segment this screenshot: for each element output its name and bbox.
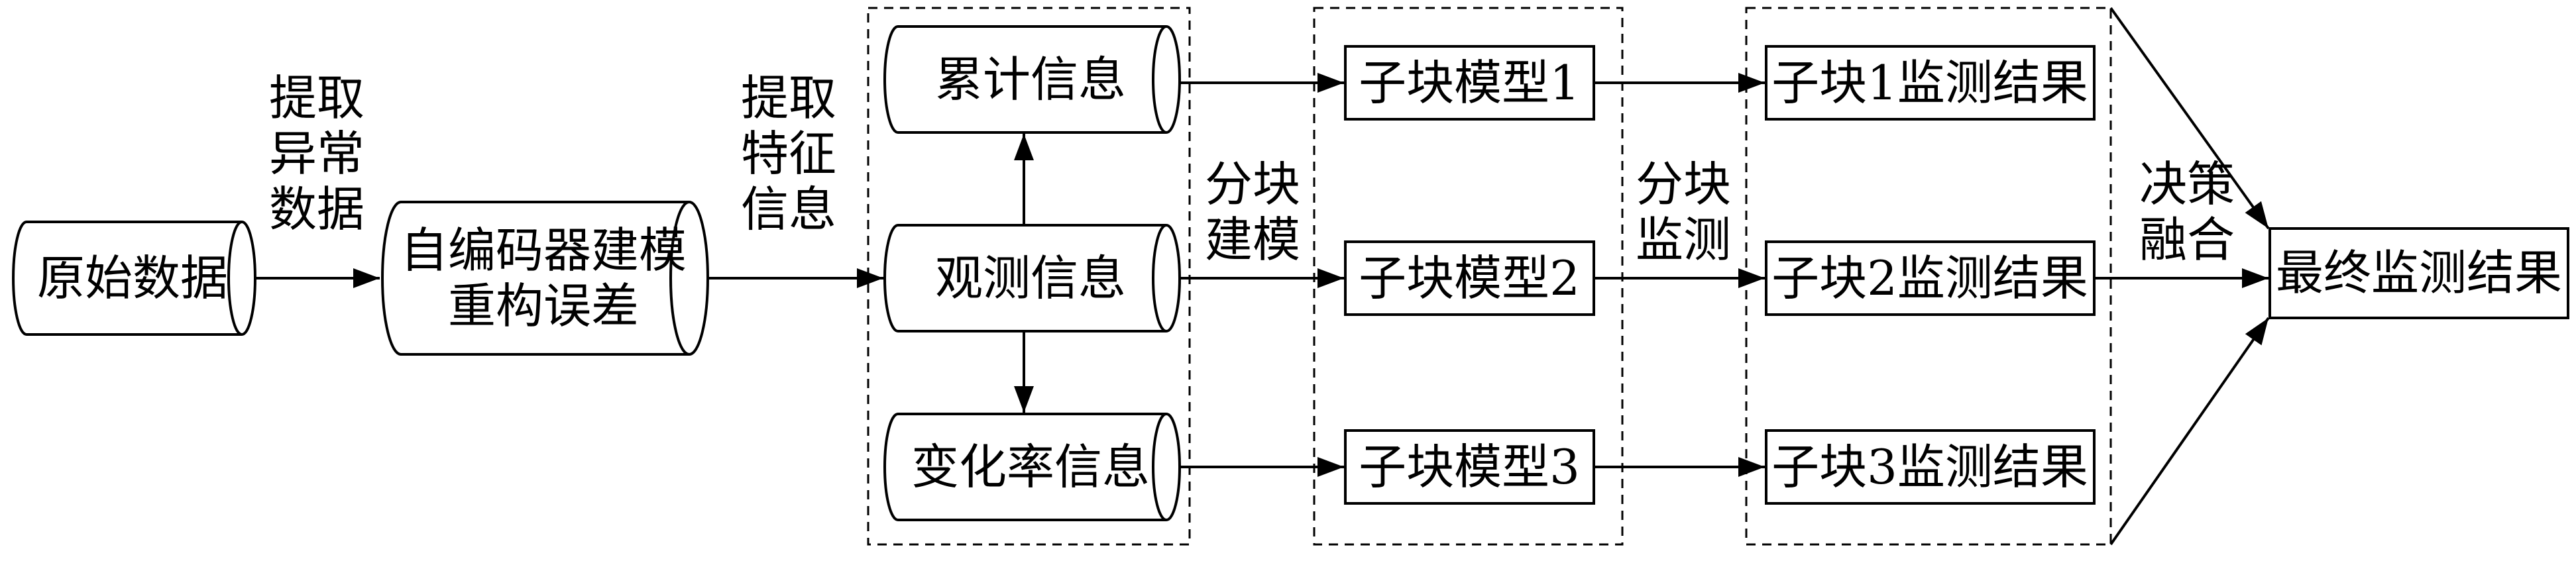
block-monitoring-line-1: 分块 bbox=[1635, 156, 1732, 212]
result-3-label: 子块3监测结果 bbox=[1771, 439, 2088, 495]
autoencoder-label-line-1: 自编码器建模 bbox=[400, 223, 687, 278]
result-1-box bbox=[1765, 45, 2096, 121]
submodel-2-label: 子块模型2 bbox=[1359, 250, 1580, 306]
submodel-3-label: 子块模型3 bbox=[1359, 439, 1580, 495]
decision-fusion-line-1: 决策 bbox=[2139, 156, 2235, 212]
submodel-group-box bbox=[1313, 7, 1624, 546]
autoencoder-node bbox=[381, 201, 709, 356]
extract-anomaly-line-2: 异常 bbox=[268, 126, 365, 181]
decision-fusion-label: 决策 融合 bbox=[2139, 156, 2235, 268]
result-1-label: 子块1监测结果 bbox=[1771, 55, 2088, 111]
observed-info-label: 观测信息 bbox=[934, 250, 1127, 306]
autoencoder-label: 自编码器建模 重构误差 bbox=[400, 223, 687, 334]
extract-feature-label: 提取 特征 信息 bbox=[741, 70, 836, 237]
result-2-label: 子块2监测结果 bbox=[1771, 250, 2088, 306]
rate-info-label: 变化率信息 bbox=[911, 439, 1150, 495]
final-result-box bbox=[2268, 227, 2569, 319]
extract-feature-line-2: 特征 bbox=[740, 126, 837, 181]
extract-feature-line-1: 提取 bbox=[740, 70, 837, 126]
rate-info-node bbox=[883, 413, 1181, 521]
block-modeling-label: 分块 建模 bbox=[1205, 156, 1300, 268]
cumulative-info-node bbox=[883, 25, 1181, 134]
raw-data-label: 原始数据 bbox=[36, 250, 229, 306]
block-modeling-line-1: 分块 bbox=[1204, 156, 1301, 212]
final-result-label: 最终监测结果 bbox=[2275, 245, 2563, 301]
block-monitoring-line-2: 监测 bbox=[1635, 212, 1732, 268]
extract-anomaly-line-1: 提取 bbox=[268, 70, 365, 126]
autoencoder-label-line-2: 重构误差 bbox=[447, 278, 640, 334]
block-modeling-line-2: 建模 bbox=[1204, 212, 1301, 268]
cumulative-info-label: 累计信息 bbox=[934, 52, 1127, 107]
decision-fusion-line-2: 融合 bbox=[2139, 212, 2235, 268]
observed-info-node bbox=[883, 224, 1181, 332]
arrow-result-3-to-final bbox=[2109, 317, 2270, 546]
raw-data-node bbox=[12, 221, 256, 336]
submodel-1-label: 子块模型1 bbox=[1359, 55, 1580, 111]
extract-anomaly-label: 提取 异常 数据 bbox=[269, 70, 364, 237]
block-monitoring-label: 分块 监测 bbox=[1636, 156, 1731, 268]
extract-anomaly-line-3: 数据 bbox=[268, 181, 365, 237]
extract-feature-line-3: 信息 bbox=[740, 181, 837, 237]
result-3-box bbox=[1765, 429, 2096, 505]
arrow-result-1-to-final bbox=[2109, 7, 2270, 230]
